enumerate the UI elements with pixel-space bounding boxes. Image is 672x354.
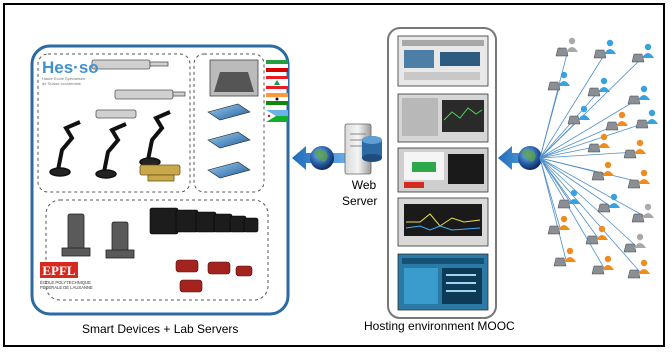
user-connection-line (539, 151, 637, 159)
mooc-screen-2 (397, 93, 489, 143)
online-users-group (547, 37, 658, 279)
user-with-laptop-icon (623, 139, 646, 159)
user-connection-line (539, 83, 561, 159)
user-connection-line (539, 97, 641, 159)
hes-so-devices-group (37, 53, 191, 193)
epfl-devices-group (45, 199, 269, 301)
user-with-laptop-icon (627, 259, 650, 279)
svg-text:de Suisse occidentale: de Suisse occidentale (42, 81, 82, 86)
magnetic-device-icons (175, 259, 253, 293)
user-with-laptop-icon (631, 43, 654, 63)
svg-text:EPFL: EPFL (42, 263, 76, 278)
flag-iran-icon (266, 60, 288, 72)
user-with-laptop-icon (587, 133, 610, 153)
user-with-laptop-icon (567, 105, 590, 125)
svg-text:FÉDÉRALE DE LAUSANNE: FÉDÉRALE DE LAUSANNE (40, 285, 93, 290)
user-with-laptop-icon (555, 37, 578, 57)
user-connection-line (539, 157, 637, 247)
lab-servers-caption: Smart Devices + Lab Servers (82, 322, 239, 336)
user-with-laptop-icon (591, 255, 614, 275)
flag-india-icon (266, 93, 288, 105)
user-with-laptop-icon (591, 161, 614, 181)
user-connection-line (539, 157, 611, 207)
solar-panels-group (193, 53, 265, 193)
web-server-label-line1: Web (351, 178, 377, 192)
user-connection-line (539, 51, 607, 159)
user-connection-line (539, 157, 605, 269)
web-server-icon (344, 123, 382, 175)
svg-text:Hes·so: Hes·so (42, 58, 99, 77)
mooc-screen-5 (397, 253, 489, 311)
user-with-laptop-icon (605, 111, 628, 131)
user-connection-line (539, 117, 581, 159)
user-with-laptop-icon (597, 193, 620, 213)
user-with-laptop-icon (627, 85, 650, 105)
epfl-logo: EPFL ÉCOLE POLYTECHNIQUE FÉDÉRALE DE LAU… (40, 262, 93, 290)
syringe-pump-icons (91, 59, 186, 119)
user-with-laptop-icon (585, 225, 608, 245)
motor-icons (149, 207, 259, 235)
mooc-screen-3 (397, 147, 489, 193)
user-with-laptop-icon (547, 71, 570, 91)
svg-text:Haute Ecole Spécialisée: Haute Ecole Spécialisée (42, 76, 86, 81)
stage-mechanism-icons (61, 213, 135, 259)
mooc-screen-1 (397, 35, 489, 87)
mooc-caption: Hosting environment MOOC (364, 319, 515, 333)
globe-icon-left (310, 146, 334, 170)
user-with-laptop-icon (627, 169, 650, 189)
web-server-label-line2: Server (342, 194, 378, 208)
hes-so-logo: Hes·so Haute Ecole Spécialisée de Suisse… (42, 58, 99, 86)
user-connection-line (539, 157, 599, 239)
flag-djibouti-icon (266, 110, 288, 122)
user-connection-line (539, 157, 641, 273)
gripper-icon (139, 164, 181, 182)
user-with-laptop-icon (547, 215, 570, 235)
user-with-laptop-icon (623, 233, 646, 253)
user-with-laptop-icon (587, 77, 610, 97)
user-connection-line (539, 157, 567, 261)
user-connection-line (539, 123, 619, 159)
user-with-laptop-icon (593, 39, 616, 59)
flag-lebanon-icon (266, 76, 288, 89)
svg-text:ÉCOLE POLYTECHNIQUE: ÉCOLE POLYTECHNIQUE (40, 280, 91, 285)
user-with-laptop-icon (553, 247, 576, 267)
globe-icon-right (518, 146, 542, 170)
outer-frame (3, 3, 665, 347)
mooc-screen-4 (397, 197, 489, 247)
user-connection-line (539, 157, 641, 183)
user-with-laptop-icon (557, 189, 580, 209)
user-with-laptop-icon (631, 203, 654, 223)
solar-panel-icons (207, 59, 259, 179)
user-connection-line (539, 121, 649, 159)
user-with-laptop-icon (635, 109, 658, 129)
user-connection-line (539, 157, 645, 217)
